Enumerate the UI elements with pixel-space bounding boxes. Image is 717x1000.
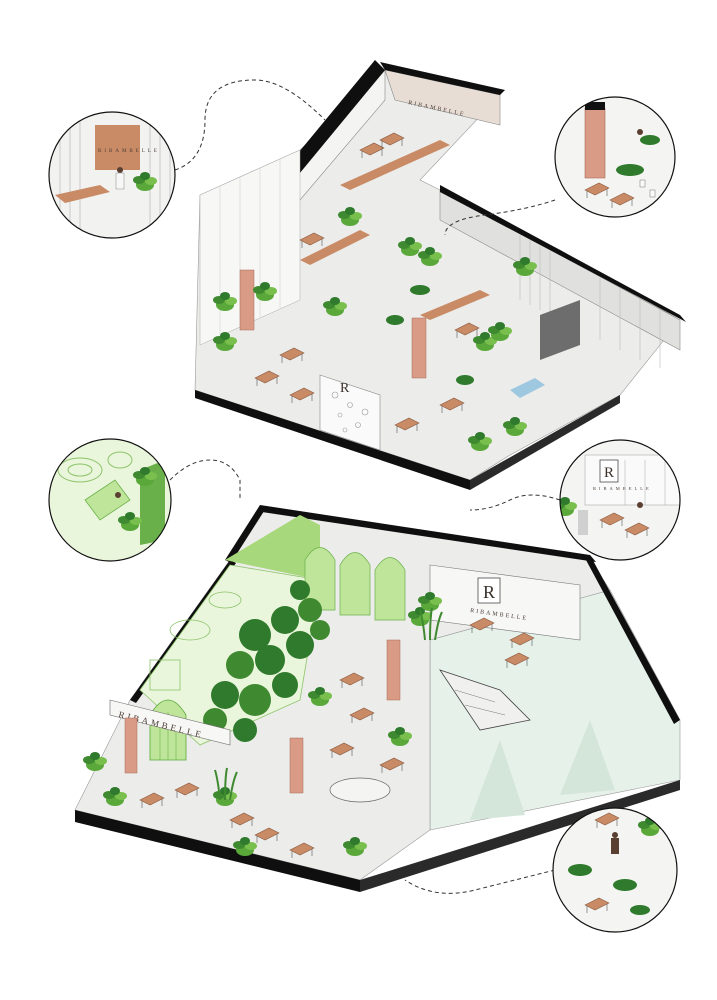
marble-column [239, 269, 255, 331]
lower-monogram: R [483, 582, 495, 602]
upper-table-row [300, 140, 490, 320]
detail-bubble-garden [48, 438, 172, 562]
detail-bubble-entrance: RIBAMBELLE [48, 111, 176, 239]
green-arched-partition [304, 547, 406, 621]
upper-floor-edge [195, 390, 470, 490]
upper-floor-plan: RIBAMBELLE R [194, 60, 686, 490]
lower-facade [109, 699, 231, 746]
marble-column [411, 317, 427, 379]
patterned-feature-wall [319, 374, 381, 451]
bubble-monogram: R [604, 465, 614, 481]
dashed-connectors [169, 79, 561, 894]
detail-bubble-terrace [552, 807, 678, 933]
detail-bubble-counter: R RIBAMBELLE [559, 439, 681, 561]
lower-floor-plan: RIBAMBELLE R RIBAMBELLE [74, 505, 681, 892]
lower-floor-edge [75, 810, 360, 892]
tree-canopy [203, 580, 330, 742]
bubble-wall-sign: RIBAMBELLE [593, 486, 652, 491]
monogram-sign: R [340, 381, 350, 396]
detail-bubble-bar [554, 96, 676, 218]
staircase [439, 669, 531, 731]
bubble-sign: RIBAMBELLE [98, 149, 160, 154]
